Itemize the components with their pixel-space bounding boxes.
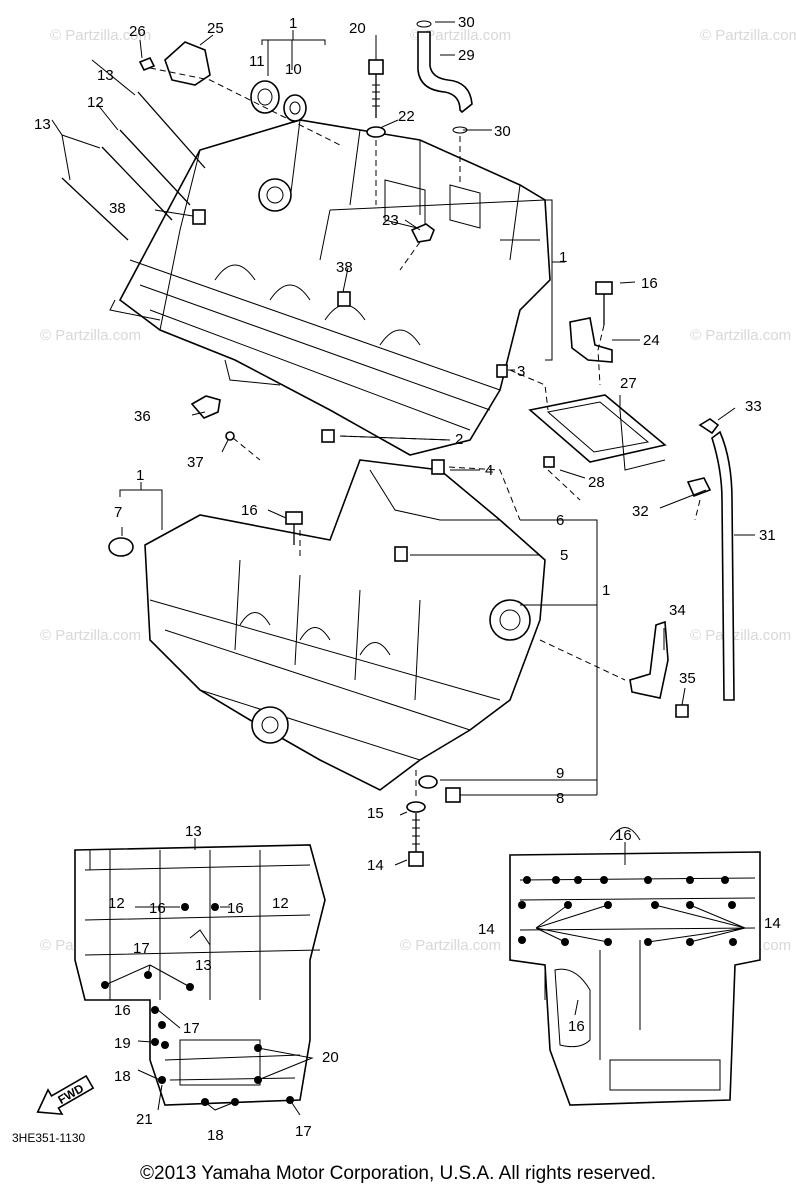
callout-6: 6 — [556, 512, 564, 529]
callout-20: 20 — [349, 20, 366, 37]
callout-26: 26 — [129, 23, 146, 40]
callout-10: 10 — [285, 61, 302, 78]
callout-37: 37 — [187, 454, 204, 471]
callout-16: 16 — [615, 827, 632, 844]
callout-12: 12 — [272, 895, 289, 912]
callout-13: 13 — [34, 116, 51, 133]
callout-9: 9 — [556, 765, 564, 782]
callout-24: 24 — [643, 332, 660, 349]
callout-1: 1 — [559, 249, 567, 266]
callout-16: 16 — [149, 900, 166, 917]
watermark: © Partzilla.com — [690, 627, 791, 644]
callout-32: 32 — [632, 503, 649, 520]
copyright-notice: ©2013 Yamaha Motor Corporation, U.S.A. A… — [140, 1163, 656, 1184]
callout-22: 22 — [398, 108, 415, 125]
watermark: © Partzilla.com — [40, 627, 141, 644]
watermark: © Partzilla.com — [690, 327, 791, 344]
callout-18: 18 — [114, 1068, 131, 1085]
lower-crankcase — [144, 459, 546, 791]
callout-25: 25 — [207, 20, 224, 37]
callout-16: 16 — [241, 502, 258, 519]
callout-12: 12 — [87, 94, 104, 111]
callout-13: 13 — [195, 957, 212, 974]
leader-lines — [51, 21, 755, 866]
callout-35: 35 — [679, 670, 696, 687]
callout-12: 12 — [108, 895, 125, 912]
callout-38: 38 — [336, 259, 353, 276]
callout-31: 31 — [759, 527, 776, 544]
fwd-arrow: FWD — [36, 1074, 95, 1116]
callout-27: 27 — [620, 375, 637, 392]
callout-20: 20 — [322, 1049, 339, 1066]
watermark: © Partzilla.com — [50, 27, 151, 44]
callout-17: 17 — [133, 940, 150, 957]
callout-16: 16 — [641, 275, 658, 292]
detail-view-left — [74, 838, 326, 1116]
callout-2: 2 — [455, 431, 463, 448]
callout-23: 23 — [382, 212, 399, 229]
watermark: © Partzilla.com — [700, 27, 796, 44]
callout-34: 34 — [669, 602, 686, 619]
callout-29: 29 — [458, 47, 475, 64]
callout-16: 16 — [114, 1002, 131, 1019]
small-parts — [61, 20, 735, 867]
diagram-code: 3HE351-1130 — [12, 1131, 85, 1145]
callout-16: 16 — [227, 900, 244, 917]
callout-28: 28 — [588, 474, 605, 491]
callout-11: 11 — [249, 53, 265, 70]
callout-13: 13 — [97, 67, 114, 84]
callout-33: 33 — [745, 398, 762, 415]
callout-1: 1 — [602, 582, 610, 599]
callout-19: 19 — [114, 1035, 131, 1052]
callout-3: 3 — [517, 363, 525, 380]
callout-7: 7 — [114, 504, 122, 521]
callout-1: 1 — [136, 467, 144, 484]
callout-5: 5 — [560, 547, 568, 564]
callout-38: 38 — [109, 200, 126, 217]
callout-14: 14 — [367, 857, 384, 874]
callout-15: 15 — [367, 805, 384, 822]
callout-17: 17 — [295, 1123, 312, 1140]
callout-36: 36 — [134, 408, 151, 425]
callout-1: 1 — [289, 15, 297, 32]
callout-21: 21 — [136, 1111, 153, 1128]
watermark: © Partzilla.com — [40, 327, 141, 344]
callout-18: 18 — [207, 1127, 224, 1144]
callout-4: 4 — [485, 462, 493, 479]
callout-13: 13 — [185, 823, 202, 840]
detail-view-right — [509, 827, 761, 1106]
callout-16: 16 — [568, 1018, 585, 1035]
watermark: © Partzilla.com — [410, 27, 511, 44]
watermark: © Partzilla.com — [400, 937, 501, 954]
callout-14: 14 — [764, 915, 781, 932]
callout-30: 30 — [458, 14, 475, 31]
callout-30: 30 — [494, 123, 511, 140]
callout-14: 14 — [478, 921, 495, 938]
callout-17: 17 — [183, 1020, 200, 1037]
callout-8: 8 — [556, 790, 564, 807]
upper-crankcase — [109, 119, 551, 456]
callout-labels: 1 26 25 11 10 20 30 29 22 30 13 12 13 38… — [12, 14, 781, 1145]
